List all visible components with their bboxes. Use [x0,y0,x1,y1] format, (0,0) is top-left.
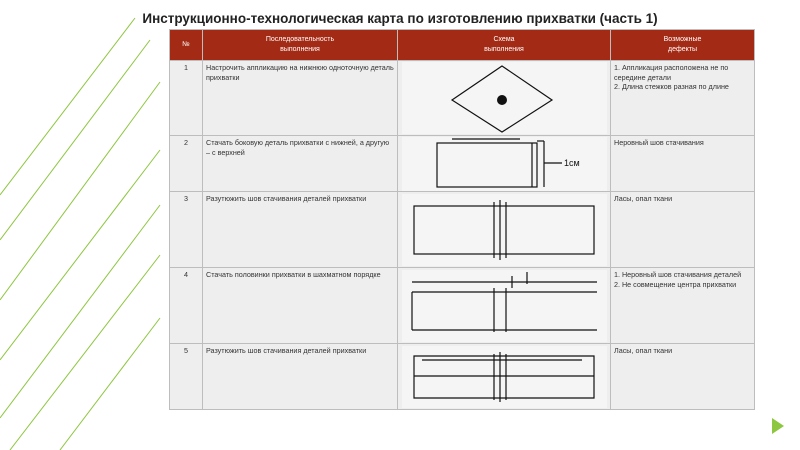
step-text: Стачать половинки прихватки в шахматном … [202,267,398,344]
table-row: 1 Настрочить аппликацию на нижнюю одното… [169,60,755,136]
header-defects-line2: дефекты [667,46,697,53]
table-row: 3 Разутюжить шов стачивания деталей прих… [169,191,755,268]
defects-cell: 1. Неровный шов стачивания деталей 2. Не… [610,267,755,344]
defect-item: Ласы, опал ткани [614,346,673,355]
header-scheme-line2: выполнения [484,46,524,53]
defects-cell: Ласы, опал ткани [610,343,755,410]
table-row: 4 Стачать половинки прихватки в шахматно… [169,267,755,344]
header-number: № [169,29,203,61]
side-seam-sketch: 1см [401,136,607,191]
defect-item: Ласы, опал ткани [614,194,673,203]
header-number-label: № [182,41,190,48]
step-text: Настрочить аппликацию на нижнюю одноточн… [202,60,398,136]
step-text: Разутюжить шов стачивания деталей прихва… [202,191,398,268]
row-number: 2 [169,135,203,192]
next-arrow-icon[interactable] [772,418,784,434]
applique-sketch [401,62,607,134]
step-text: Разутюжить шов стачивания деталей прихва… [202,343,398,410]
defect-item: 2. Длина стежков разная по длине [614,82,729,91]
header-scheme-line1: Схема [493,36,515,43]
defect-item: 1. Неровный шов стачивания деталей [614,270,742,279]
row-number: 3 [169,191,203,268]
header-sequence-line2: выполнения [280,46,320,53]
defects-cell: Неровный шов стачивания [610,135,755,192]
header-scheme: Схема выполнения [397,29,611,61]
defect-item: 2. Не совмещение центра прихватки [614,279,737,289]
row-number: 5 [169,343,203,410]
header-defects-line1: Возможные [663,36,702,43]
header-defects: Возможные дефекты [610,29,755,61]
page-title: Инструкционно-технологическая карта по и… [142,11,658,26]
press-seam-sketch [401,193,607,266]
scheme-cell [397,60,611,136]
scheme-cell [397,191,611,268]
defects-cell: Ласы, опал ткани [610,191,755,268]
row-number: 4 [169,267,203,344]
checker-stitch-sketch [401,269,607,342]
final-press-sketch [401,345,607,408]
row-number: 1 [169,60,203,136]
header-sequence: Последовательность выполнения [202,29,398,61]
step-text: Стачать боковую деталь прихватки с нижне… [202,135,398,192]
tech-card-table: № Последовательность выполнения Схема выпо… [169,29,755,410]
scheme-cell [397,343,611,410]
seam-width-label: 1см [564,158,580,168]
scheme-cell [397,267,611,344]
defects-cell: 1. Аппликация расположена не по середине… [610,60,755,136]
header-sequence-line1: Последовательность [265,36,335,43]
table-row: 5 Разутюжить шов стачивания деталей прих… [169,343,755,410]
scheme-cell: 1см [397,135,611,192]
table-row: 2 Стачать боковую деталь прихватки с ниж… [169,135,755,192]
defect-item: Неровный шов стачивания [614,138,704,147]
table-header-row: № Последовательность выполнения Схема выпо… [169,29,755,61]
defect-item: 1. Аппликация расположена не по середине… [614,63,729,82]
